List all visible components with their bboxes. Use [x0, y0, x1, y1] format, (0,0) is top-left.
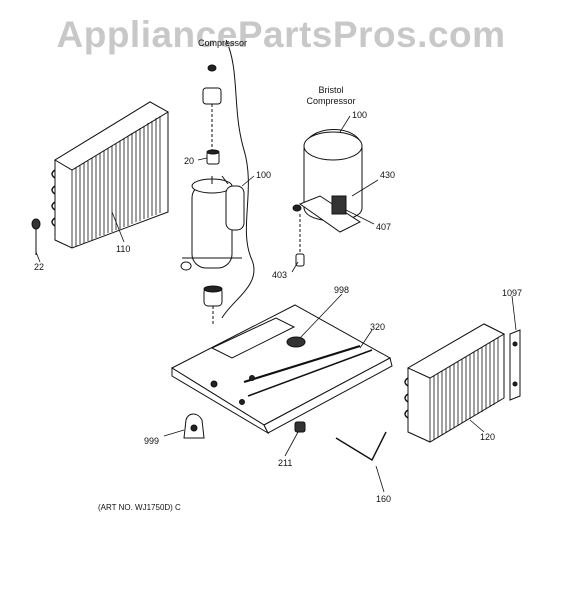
- callout-998[interactable]: 998: [334, 285, 350, 295]
- callout-120[interactable]: 120: [480, 432, 496, 442]
- label-compressor-cut: Compressor: [198, 38, 248, 48]
- art-number: (ART NO. WJ1750D) C: [98, 503, 181, 512]
- leader-lines: [35, 115, 517, 493]
- label-bristol-line1: Bristol: [318, 85, 344, 95]
- terminal-cover-407[interactable]: [331, 195, 347, 215]
- grommet-20[interactable]: [206, 149, 220, 165]
- evaporator-coil-120[interactable]: [404, 323, 506, 443]
- clamp-assembly[interactable]: [202, 64, 222, 150]
- part-211[interactable]: [294, 421, 306, 433]
- callout-110[interactable]: 110: [116, 244, 131, 254]
- callout-22[interactable]: 22: [34, 262, 45, 272]
- callout-160[interactable]: 160: [376, 494, 392, 504]
- callout-320[interactable]: 320: [370, 322, 386, 332]
- callout-1097[interactable]: 1097: [502, 288, 523, 298]
- callout-100-bristol[interactable]: 100: [352, 110, 368, 120]
- callout-403[interactable]: 403: [272, 270, 288, 280]
- side-bracket-1097[interactable]: [509, 329, 521, 401]
- callout-407[interactable]: 407: [376, 222, 392, 232]
- bracket-999[interactable]: [183, 413, 205, 439]
- site-watermark: AppliancePartsPros.com: [56, 14, 506, 55]
- callout-100-rotary[interactable]: 100: [256, 170, 272, 180]
- condenser-coil-110[interactable]: [51, 101, 169, 249]
- refrigerant-tubing: [221, 39, 255, 319]
- label-bristol-line2: Compressor: [306, 96, 356, 106]
- compressor-mount[interactable]: [203, 285, 223, 326]
- base-pan-320[interactable]: [170, 304, 393, 435]
- callout-211[interactable]: 211: [278, 458, 293, 468]
- callout-20[interactable]: 20: [184, 156, 195, 166]
- fastener-22[interactable]: [31, 218, 41, 255]
- callout-999[interactable]: 999: [144, 436, 160, 446]
- pin-403[interactable]: [295, 214, 305, 267]
- rotary-compressor-100[interactable]: [180, 175, 245, 271]
- bristol-compressor-100[interactable]: [292, 129, 363, 233]
- rod-160[interactable]: [335, 431, 387, 461]
- callout-430[interactable]: 430: [380, 170, 396, 180]
